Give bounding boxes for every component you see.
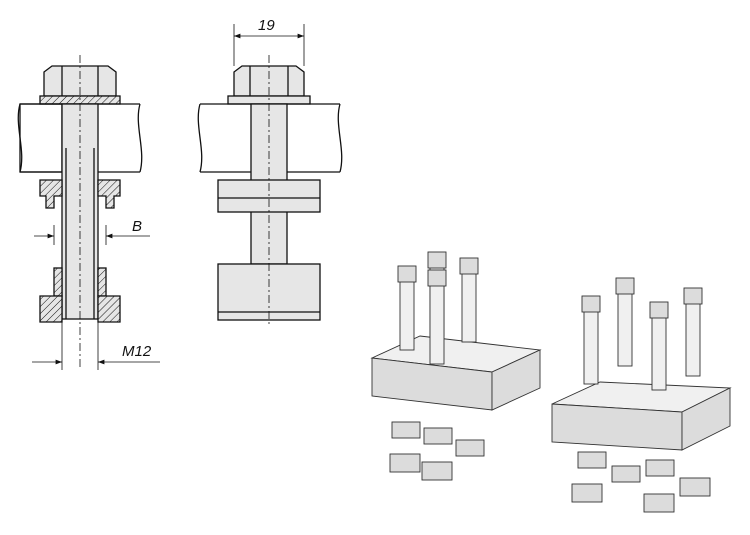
tslot-nuts <box>571 451 711 513</box>
side-view: 19 <box>197 17 343 325</box>
isometric-assembly-right <box>551 277 732 513</box>
tslot-nuts <box>389 421 485 481</box>
sectional-view: B M12 <box>17 55 160 370</box>
tslot-upper <box>39 179 63 209</box>
dimension-b-label: B <box>132 218 142 235</box>
isometric-assembly-left <box>370 251 542 481</box>
bolts <box>397 251 479 365</box>
tslot-nut <box>39 295 63 323</box>
bolts <box>581 277 703 391</box>
dimension-m12-label: M12 <box>122 343 152 360</box>
dimension-19-label: 19 <box>258 17 275 34</box>
